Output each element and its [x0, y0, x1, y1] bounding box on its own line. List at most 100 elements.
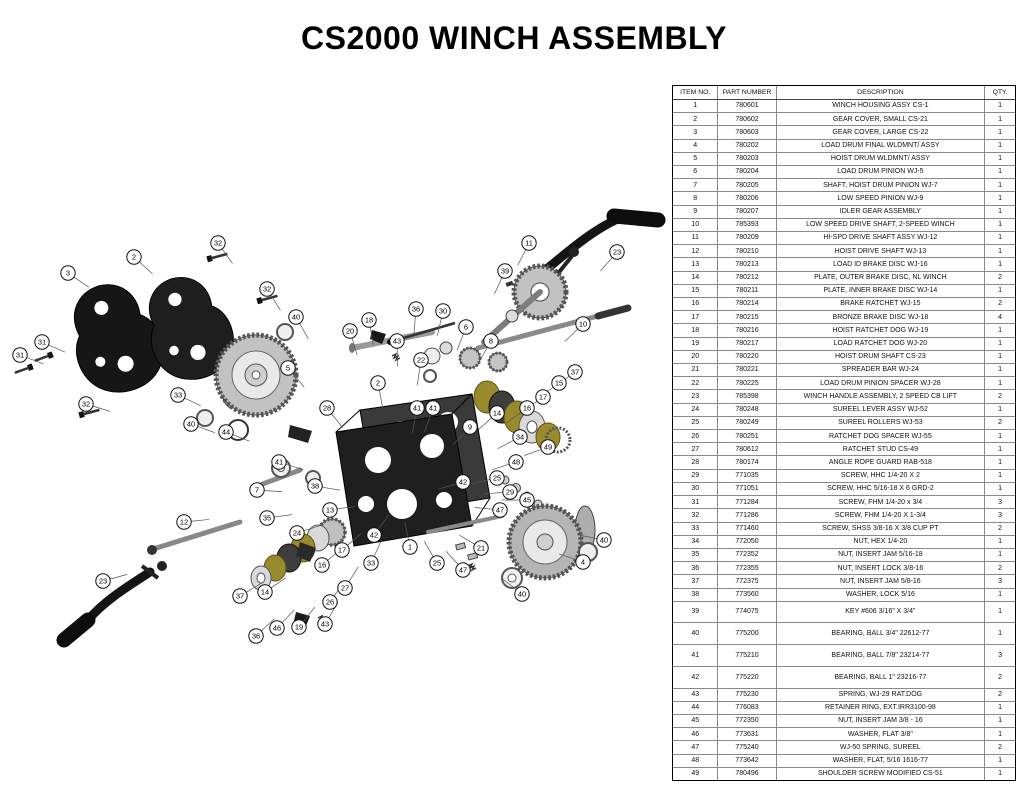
description-cell: WASHER, FLAT 3/8": [775, 728, 985, 741]
qty-cell: 2: [984, 416, 1015, 430]
qty-cell: 1: [984, 430, 1015, 443]
qty-cell: 1: [984, 364, 1015, 377]
description-cell: NUT, INSERT JAM 5/8-16: [775, 575, 985, 588]
svg-text:13: 13: [326, 506, 334, 515]
qty-cell: 2: [984, 271, 1015, 284]
svg-text:29: 29: [506, 488, 514, 497]
description-cell: GEAR COVER, SMALL CS-21: [775, 113, 985, 126]
svg-text:32: 32: [214, 239, 222, 248]
item-no-cell: 18: [691, 326, 700, 334]
part-number-cell: 785398: [717, 390, 775, 403]
svg-text:27: 27: [341, 584, 349, 593]
balloon-33: 33: [170, 387, 186, 403]
description-cell: SCREW, FHM 1/4-20 x 3/4: [775, 496, 985, 509]
gear-cover-large: [74, 284, 164, 393]
description-cell: SPREADER BAR WJ-24: [775, 364, 985, 377]
description-cell: HI-SPD DRIVE SHAFT ASSY WJ-12: [775, 232, 985, 245]
qty-cell: 1: [984, 337, 1015, 350]
description-cell: SCREW, HHC 5/16-18 X 6 GRD-2: [775, 482, 985, 496]
winch-handle-top: [543, 208, 666, 278]
balloon-39: 39: [497, 263, 513, 279]
item-no-cell: 16: [691, 300, 700, 308]
item-no-cell: 10: [691, 221, 700, 229]
item-no-cell: 11: [691, 234, 699, 242]
description-cell: LOAD DRUM PINION WJ-5: [775, 166, 985, 179]
balloon-2: 2: [126, 249, 142, 265]
description-cell: WINCH HOUSING ASSY CS-1: [775, 100, 985, 113]
svg-text:24: 24: [293, 529, 301, 538]
balloon-25: 25: [489, 470, 505, 486]
svg-text:40: 40: [187, 420, 195, 429]
qty-cell: 1: [984, 152, 1015, 166]
description-cell: SPRING, WJ-29 RAT.DOG: [775, 688, 985, 701]
balloon-36: 36: [408, 301, 424, 317]
qty-cell: 1: [984, 205, 1015, 218]
item-no-cell: 32: [691, 511, 700, 519]
svg-text:43: 43: [321, 620, 329, 629]
header-item-no: ITEM NO.: [680, 88, 711, 96]
balloon-42: 42: [455, 474, 471, 490]
balloon-29: 29: [502, 484, 518, 500]
description-cell: LOAD RATCHET DOG WJ-20: [775, 337, 985, 350]
balloon-8: 8: [483, 333, 499, 349]
description-cell: BEARING, BALL 7/8" 23214-77: [775, 645, 985, 666]
part-number-cell: 780496: [717, 767, 775, 781]
svg-text:41: 41: [275, 458, 283, 467]
header-description: DESCRIPTION: [775, 86, 985, 99]
balloon-41: 41: [271, 454, 287, 470]
part-number-cell: 775210: [717, 645, 775, 666]
svg-text:22: 22: [417, 356, 425, 365]
low-speed-pinion: [423, 351, 509, 383]
description-cell: NUT, INSERT JAM 5/16-18: [775, 548, 985, 562]
balloon-40: 40: [514, 586, 530, 602]
description-cell: RETAINER RING, EXT.IRR3100-98: [775, 701, 985, 715]
part-number-cell: 773642: [717, 754, 775, 767]
balloon-40: 40: [596, 532, 612, 548]
part-number-cell: 780248: [717, 403, 775, 416]
item-no-cell: 44: [691, 704, 700, 712]
part-number-cell: 775230: [717, 688, 775, 701]
part-number-cell: 772352: [717, 548, 775, 562]
item-no-cell: 25: [691, 419, 700, 427]
balloon-15: 15: [551, 375, 567, 391]
balloon-24: 24: [289, 525, 305, 541]
item-no-cell: 47: [691, 743, 700, 751]
winch-housing: [335, 393, 491, 547]
description-cell: HOIST DRIVE SHAFT WJ-13: [775, 245, 985, 258]
item-no-cell: 40: [691, 630, 700, 638]
svg-text:28: 28: [323, 404, 331, 413]
item-no-cell: 4: [693, 142, 698, 150]
description-cell: GEAR COVER, LARGE CS-22: [775, 126, 985, 139]
qty-cell: 1: [984, 548, 1015, 562]
balloon-16: 16: [314, 557, 330, 573]
qty-cell: 1: [984, 350, 1015, 364]
exploded-view-drawing: 3131323232403233404452820183630432262113…: [12, 208, 666, 648]
description-cell: LOAD ID BRAKE DISC WJ-16: [775, 258, 985, 271]
item-no-cell: 34: [691, 538, 700, 546]
svg-text:36: 36: [252, 632, 260, 641]
qty-cell: 2: [984, 298, 1015, 311]
qty-cell: 3: [984, 496, 1015, 509]
item-no-cell: 48: [691, 757, 700, 765]
svg-text:26: 26: [326, 598, 334, 607]
svg-text:30: 30: [439, 307, 447, 316]
balloon-37: 37: [232, 588, 248, 604]
part-number-cell: 780205: [717, 179, 775, 192]
part-number-cell: 780207: [717, 205, 775, 218]
part-number-cell: 780225: [717, 377, 775, 390]
part-number-cell: 780206: [717, 192, 775, 205]
part-number-cell: 771286: [717, 509, 775, 522]
description-cell: SCREW, SHSS 3/8-16 X 3/8 CUP PT: [775, 522, 985, 535]
